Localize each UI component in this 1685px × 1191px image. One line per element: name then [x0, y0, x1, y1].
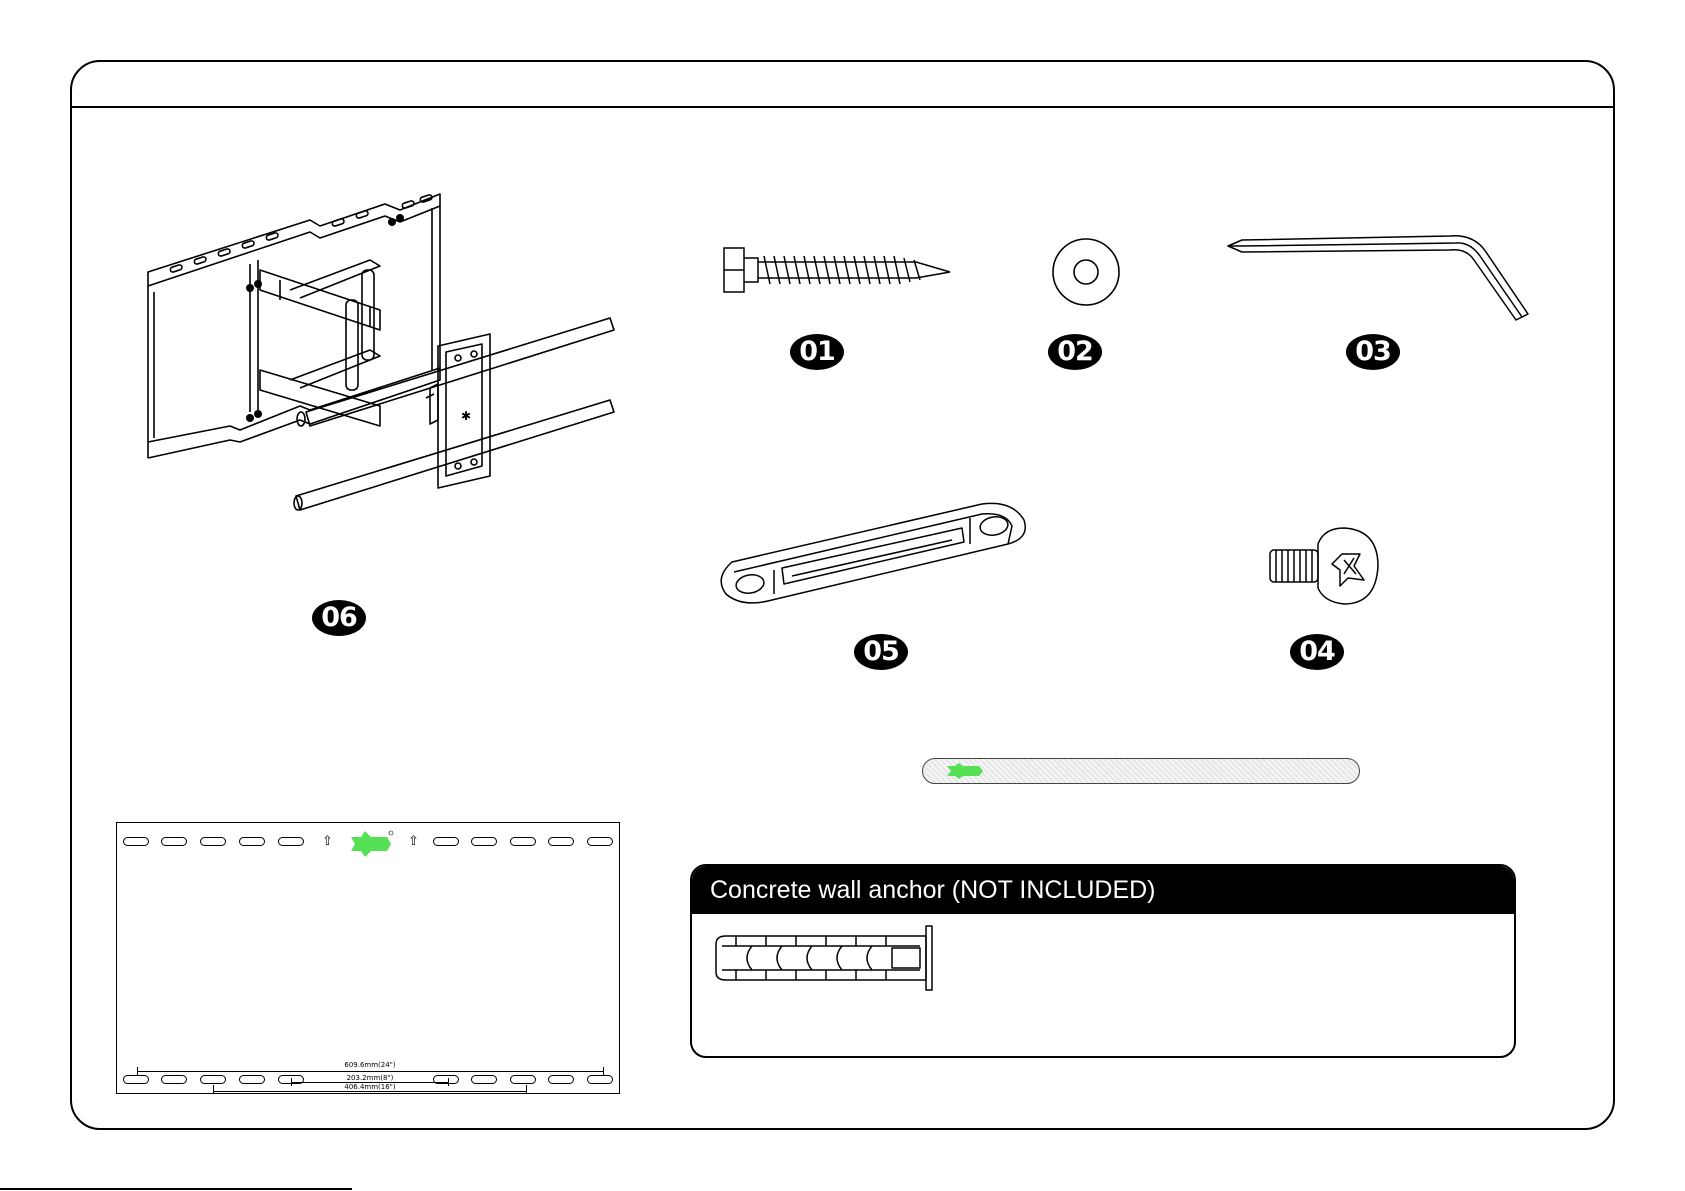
wall-anchor-drawing	[712, 924, 952, 994]
template-slot	[510, 837, 536, 846]
dim-outer-label: 609.6mm(24")	[344, 1061, 395, 1069]
template-slot	[471, 837, 497, 846]
part-06-badge: 06	[312, 600, 366, 636]
template-slot	[123, 837, 149, 846]
template-slot	[239, 837, 265, 846]
part-01-badge: 01	[790, 334, 844, 370]
template-slot	[161, 1075, 187, 1084]
template-slot	[510, 1075, 536, 1084]
template-slot	[239, 1075, 265, 1084]
concrete-anchor-title: Concrete wall anchor (NOT INCLUDED)	[692, 866, 1514, 914]
bracket-spacer-drawing	[712, 498, 1032, 610]
drilling-template: ⇧ ⇧ 609.6mm(24") 203.2mm(8") 406.4mm(16"…	[116, 822, 620, 1094]
template-slot	[200, 837, 226, 846]
template-slot	[161, 837, 187, 846]
arrow-up-icon: ⇧	[322, 834, 333, 847]
logo-icon	[347, 829, 395, 859]
dim-mid-label: 406.4mm(16")	[344, 1083, 395, 1091]
header-divider	[72, 106, 1613, 108]
footer-rule	[0, 1188, 352, 1190]
template-slot	[587, 837, 613, 846]
part-05-badge: 05	[854, 634, 908, 670]
logo-icon	[945, 762, 985, 780]
dim-outer-line	[137, 1071, 603, 1072]
lag-bolt-drawing	[720, 246, 956, 296]
template-slot	[200, 1075, 226, 1084]
concrete-anchor-panel: Concrete wall anchor (NOT INCLUDED)	[690, 864, 1516, 1058]
part-03-badge: 03	[1346, 334, 1400, 370]
arrow-up-icon: ⇧	[408, 834, 419, 847]
washer-drawing	[1050, 236, 1122, 308]
bubble-level	[922, 758, 1360, 784]
dim-mid-line	[213, 1091, 526, 1092]
template-slot	[433, 837, 459, 846]
screw-drawing	[1264, 524, 1384, 608]
svg-text:✱: ✱	[461, 409, 471, 423]
wall-mount-drawing: ✱	[140, 180, 630, 530]
template-slot	[278, 837, 304, 846]
template-slot	[548, 837, 574, 846]
template-slot	[471, 1075, 497, 1084]
template-slot	[587, 1075, 613, 1084]
part-04-badge: 04	[1290, 634, 1344, 670]
hex-key-drawing	[1224, 230, 1534, 324]
dim-inner-label: 203.2mm(8")	[347, 1074, 394, 1082]
part-02-badge: 02	[1048, 334, 1102, 370]
template-slot	[123, 1075, 149, 1084]
template-slot	[548, 1075, 574, 1084]
